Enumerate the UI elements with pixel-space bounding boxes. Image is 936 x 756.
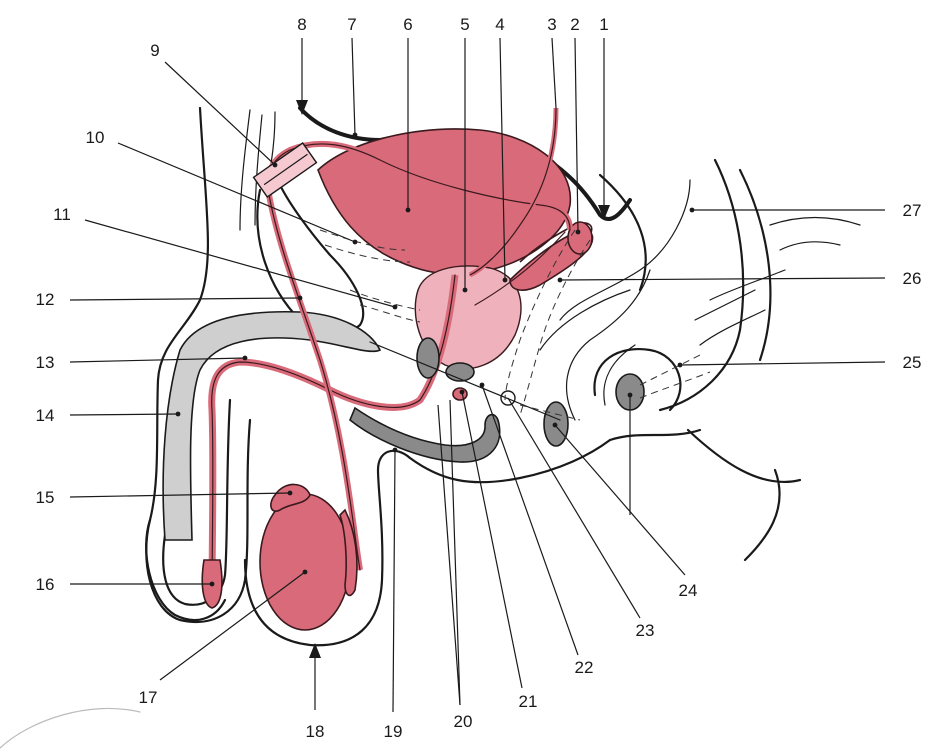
label-9: 9 [150,41,159,60]
label-11: 11 [53,205,71,224]
corpus-spongiosum [350,408,500,462]
pelvic-floor-muscle [417,338,439,378]
label-18: 18 [306,722,325,741]
label-19: 19 [384,722,403,741]
label-17: 17 [139,688,158,707]
cowper-gland [453,388,467,400]
label-10: 10 [86,128,105,147]
label-4: 4 [495,15,504,34]
label-15: 15 [36,488,55,507]
testis [260,494,350,630]
labels: 1 2 3 4 5 6 7 8 9 10 11 12 13 14 15 16 1… [36,15,922,741]
label-2: 2 [570,15,579,34]
label-25: 25 [903,353,922,372]
label-12: 12 [36,290,55,309]
label-21: 21 [519,692,538,711]
organs [163,108,644,630]
label-6: 6 [403,15,412,34]
label-26: 26 [903,269,922,288]
label-23: 23 [636,621,655,640]
label-13: 13 [36,353,55,372]
pencil-mark [0,708,140,748]
label-5: 5 [460,15,469,34]
label-3: 3 [547,15,556,34]
label-16: 16 [36,575,55,594]
label-1: 1 [599,15,608,34]
label-8: 8 [297,15,306,34]
label-7: 7 [347,15,356,34]
label-20: 20 [454,712,473,731]
label-22: 22 [575,658,594,677]
label-14: 14 [36,406,55,425]
label-24: 24 [679,581,698,600]
label-27: 27 [903,201,922,220]
